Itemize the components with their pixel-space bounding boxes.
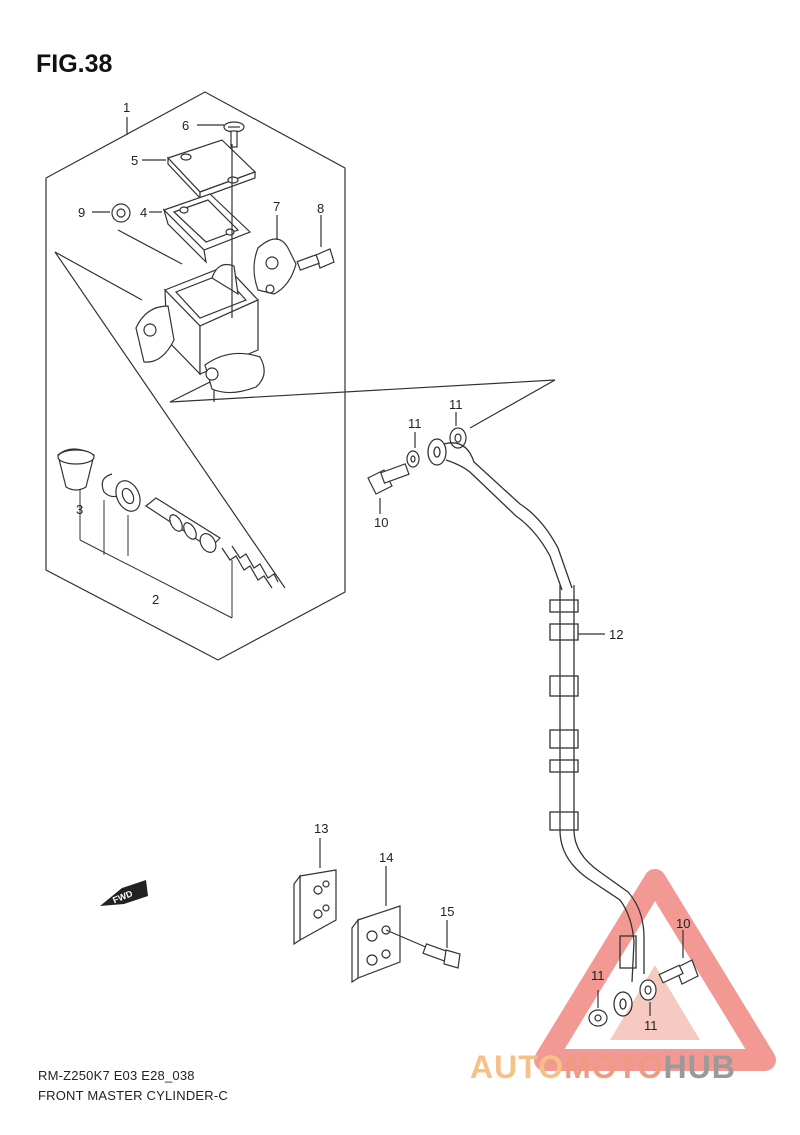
lower-union-parts <box>588 930 699 1027</box>
holder-bolt <box>296 215 335 271</box>
callout-4: 4 <box>140 205 147 220</box>
callout-9: 9 <box>78 205 85 220</box>
master-cylinder-body <box>135 144 265 402</box>
brake-hose <box>427 438 645 1017</box>
watermark-wordmark: AUTOMOTOHUB <box>470 1049 736 1086</box>
callout-11-a: 11 <box>408 416 422 431</box>
forward-arrow-icon: FWD <box>100 880 148 906</box>
watermark-part-2: MOTO <box>564 1049 664 1085</box>
watermark-triangle-logo <box>534 869 776 1071</box>
callout-5: 5 <box>131 153 138 168</box>
diaphragm <box>149 193 252 264</box>
plug <box>92 203 183 265</box>
callout-12: 12 <box>609 627 623 642</box>
callout-2: 2 <box>152 592 159 607</box>
reservoir-cap <box>142 139 257 200</box>
hose-clamp-b <box>351 866 429 984</box>
callout-10-a: 10 <box>374 515 388 530</box>
callout-13: 13 <box>314 821 328 836</box>
screw <box>197 121 245 148</box>
callout-6: 6 <box>182 118 189 133</box>
callout-11-d: 11 <box>644 1018 658 1033</box>
callout-11-c: 11 <box>591 968 605 983</box>
assembly-outline <box>45 91 556 661</box>
union-bolt <box>367 463 410 514</box>
clamp-bolt <box>422 920 461 969</box>
callout-3: 3 <box>76 502 83 517</box>
figure-name: FRONT MASTER CYLINDER-C <box>38 1088 228 1103</box>
hose-clamp-a <box>293 838 337 946</box>
callout-8: 8 <box>317 201 324 216</box>
clamp-holder <box>253 215 297 295</box>
callout-brackets <box>79 490 233 619</box>
callout-11-b: 11 <box>449 397 463 412</box>
piston-set <box>144 497 279 589</box>
model-code: RM-Z250K7 E03 E28_038 <box>38 1068 195 1083</box>
callout-14: 14 <box>379 850 393 865</box>
watermark-part-3: HUB <box>663 1049 736 1085</box>
figure-title: FIG.38 <box>36 50 113 78</box>
watermark-part-1: AUTO <box>470 1049 565 1085</box>
callout-7: 7 <box>273 199 280 214</box>
callout-10-b: 10 <box>676 916 690 931</box>
callout-15: 15 <box>440 904 454 919</box>
callout-1: 1 <box>123 100 130 115</box>
piston-boot <box>57 448 141 512</box>
gasket-washers <box>406 412 467 468</box>
